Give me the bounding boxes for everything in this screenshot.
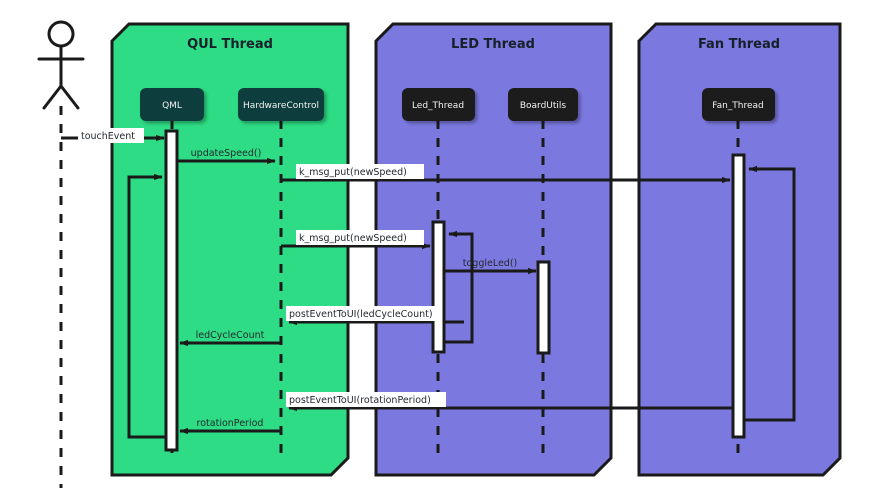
participant-hardwarecontrol-label: HardwareControl (243, 101, 319, 111)
label-rotationPeriod: rotationPeriod (197, 418, 264, 429)
led-thread-title: LED Thread (451, 37, 535, 52)
label-bg-kmsgput-fan (296, 164, 424, 179)
label-bg-kmsgput-led (296, 230, 424, 245)
participant-boardutils-label: BoardUtils (520, 101, 567, 111)
message-labels-plain: updateSpeed() toggleLed() ledCycleCount … (191, 148, 518, 429)
label-bg-postEventToUI-ledCycleCount (286, 306, 438, 321)
self-message-loops (127, 165, 796, 439)
message-labels-boxed: touchEvent k_msg_put(newSpeed) k_msg_put… (78, 128, 446, 407)
label-kmsgput-fan: k_msg_put(newSpeed) (299, 167, 407, 178)
label-bg-touchEvent (78, 128, 144, 143)
label-bg-postEventToUI-rotationPeriod (286, 392, 446, 407)
participant-hardwarecontrol-box[interactable] (238, 88, 324, 121)
led-thread-box (374, 22, 613, 477)
self-message-fan-thread (744, 165, 796, 422)
self-message-qml (127, 173, 167, 439)
label-touchEvent: touchEvent (81, 131, 135, 142)
label-toggleLed: toggleLed() (463, 258, 518, 269)
label-postEventToUI-ledCycleCount: postEventToUI(ledCycleCount) (289, 309, 433, 320)
qul-thread-title: QUL Thread (187, 37, 273, 52)
group-led-thread: LED Thread (374, 22, 613, 477)
activation-led-thread (431, 220, 446, 354)
participant-fan-thread-box[interactable] (702, 88, 775, 121)
participant-hardwarecontrol[interactable]: HardwareControl (238, 88, 324, 121)
participant-led-thread-box[interactable] (402, 88, 475, 121)
label-kmsgput-led: k_msg_put(newSpeed) (299, 233, 407, 244)
participant-boardutils[interactable]: BoardUtils (508, 88, 578, 121)
participant-qml-box[interactable] (140, 88, 204, 121)
activation-qml (164, 129, 179, 452)
self-message-led-thread (444, 230, 474, 344)
activation-boardutils (536, 260, 551, 355)
participant-fan-thread[interactable]: Fan_Thread (702, 88, 775, 121)
participant-qml[interactable]: QML (140, 88, 204, 121)
actor-leg-left (42, 84, 63, 110)
activation-fan-thread (731, 153, 746, 439)
fan-thread-title: Fan Thread (698, 37, 780, 52)
actor-figure (37, 20, 85, 110)
actor-head (47, 20, 75, 48)
participant-led-thread[interactable]: Led_Thread (402, 88, 475, 121)
participant-boardutils-box[interactable] (508, 88, 578, 121)
label-updateSpeed: updateSpeed() (191, 148, 262, 159)
participant-qml-label: QML (162, 101, 182, 111)
participant-led-thread-label: Led_Thread (412, 101, 464, 111)
participant-fan-thread-label: Fan_Thread (712, 101, 764, 111)
activation-bars (164, 129, 746, 452)
label-postEventToUI-rotationPeriod: postEventToUI(rotationPeriod) (289, 395, 431, 406)
label-ledCycleCount: ledCycleCount (196, 330, 265, 341)
actor-leg-right (59, 84, 80, 110)
